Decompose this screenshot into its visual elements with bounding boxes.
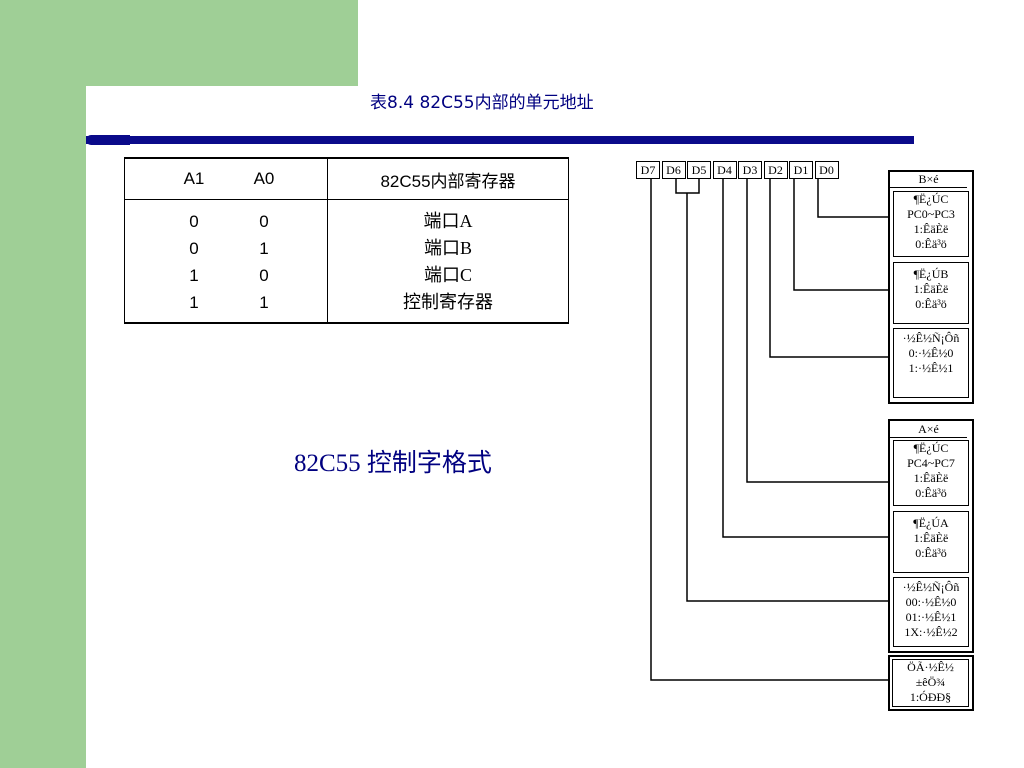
register-name: 端口A xyxy=(423,211,473,231)
mode-flag-box: ÖÃ·½Ê½ ±êÖ¾ 1:ÓÐÐ§ xyxy=(892,659,969,707)
bit-d6: D6 xyxy=(661,161,686,179)
register-column: 端口A 端口B 端口C 控制寄存器 xyxy=(327,199,569,323)
bit-d2: D2 xyxy=(763,161,788,179)
bit-d5: D5 xyxy=(687,161,711,179)
slide-title: 表8.4 82C55内部的单元地址 xyxy=(370,93,594,113)
control-word-caption: 82C55 控制字格式 xyxy=(294,450,492,477)
bit-d1: D1 xyxy=(789,161,813,179)
group-a-port-a-box: ¶Ë¿ÚA 1:ÊäÈë 0:Êä³ö xyxy=(893,511,969,573)
group-b-port-b-box: ¶Ë¿ÚB 1:ÊäÈë 0:Êä³ö xyxy=(893,262,969,324)
background-green-left xyxy=(0,0,86,768)
register-name: 端口B xyxy=(423,238,472,258)
bit-d0: D0 xyxy=(814,161,839,179)
control-word-bits: D7 D6 D5 D4 D3 D2 D1 D0 xyxy=(636,161,840,179)
connector-d7 xyxy=(650,177,892,681)
title-underline xyxy=(86,136,914,144)
bit-d7: D7 xyxy=(636,161,660,179)
group-b-mode-box: ·½Ê½Ñ¡Ôñ 0:·½Ê½0 1:·½Ê½1 xyxy=(893,328,969,398)
connector-d6-d5-bracket xyxy=(675,177,700,194)
bit-d4: D4 xyxy=(712,161,737,179)
connector-d3 xyxy=(746,177,892,483)
group-a-header: A×é xyxy=(890,422,967,438)
group-b-port-c-low-box: ¶Ë¿ÚC PC0~PC3 1:ÊäÈë 0:Êä³ö xyxy=(893,191,969,257)
header-register: 82C55内部寄存器 xyxy=(327,158,569,200)
connector-d6-d5 xyxy=(686,193,892,602)
group-b-header: B×é xyxy=(890,172,967,188)
bit-d3: D3 xyxy=(738,161,762,179)
connector-d0 xyxy=(817,177,892,218)
connector-d1 xyxy=(793,177,892,291)
group-a-mode-box: ·½Ê½Ñ¡Ôñ 00:·½Ê½0 01:·½Ê½1 1X:·½Ê½2 xyxy=(893,577,969,647)
header-a0: A0 xyxy=(253,169,275,188)
table-header-row: A1 A0 82C55内部寄存器 xyxy=(124,158,569,200)
connector-d4 xyxy=(722,177,892,538)
group-a-port-c-high-box: ¶Ë¿ÚC PC4~PC7 1:ÊäÈë 0:Êä³ö xyxy=(893,440,969,506)
register-name: 控制寄存器 xyxy=(403,292,493,312)
header-address: A1 A0 xyxy=(124,158,328,200)
connector-d2 xyxy=(769,177,892,358)
header-a1: A1 xyxy=(183,169,205,188)
register-name: 端口C xyxy=(423,265,472,285)
